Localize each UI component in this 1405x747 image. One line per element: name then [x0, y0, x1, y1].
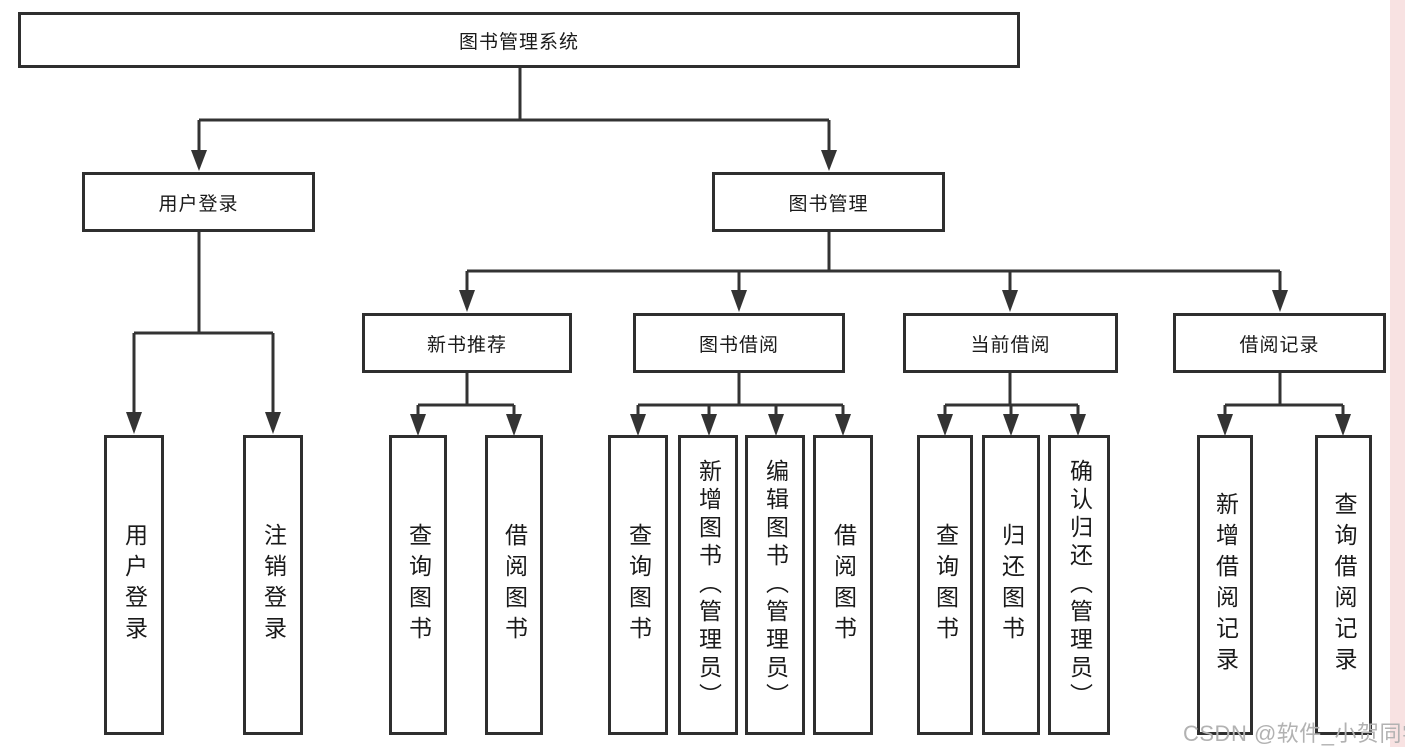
node-label: 编辑图书（管理员） — [762, 459, 789, 711]
node-label: 借阅图书 — [830, 523, 857, 647]
node-borrow-records: 借阅记录 — [1173, 313, 1386, 373]
leaf-query-books: 查询图书 — [917, 435, 973, 735]
node-label: 注销登录 — [260, 523, 287, 647]
node-label: 查询图书 — [932, 523, 959, 647]
leaf-logout: 注销登录 — [243, 435, 303, 735]
node-label: 确认归还（管理员） — [1066, 459, 1093, 711]
node-label: 新书推荐 — [426, 334, 507, 356]
node-label: 借阅图书 — [501, 523, 528, 647]
node-label: 图书管理 — [788, 193, 869, 215]
leaf-add-borrow-record: 新增借阅记录 — [1197, 435, 1253, 735]
node-label: 用户登录 — [121, 523, 148, 647]
node-book-borrow: 图书借阅 — [633, 313, 845, 373]
node-label: 当前借阅 — [970, 334, 1051, 356]
leaf-borrow-books: 借阅图书 — [485, 435, 543, 735]
node-book-management: 图书管理 — [712, 172, 945, 232]
node-user-login: 用户登录 — [82, 172, 315, 232]
node-label: 归还图书 — [998, 523, 1025, 647]
leaf-edit-books-admin: 编辑图书（管理员） — [745, 435, 805, 735]
node-label: 用户登录 — [158, 193, 239, 215]
leaf-borrow-books: 借阅图书 — [813, 435, 873, 735]
leaf-add-books-admin: 新增图书（管理员） — [678, 435, 738, 735]
leaf-query-borrow-record: 查询借阅记录 — [1315, 435, 1372, 735]
leaf-confirm-return-admin: 确认归还（管理员） — [1048, 435, 1110, 735]
node-label: 图书借阅 — [698, 334, 779, 356]
node-label: 图书管理系统 — [458, 31, 579, 53]
node-new-book-recommend: 新书推荐 — [362, 313, 572, 373]
watermark: CSDN @软件_小贺同学 — [1183, 721, 1405, 746]
node-label: 新增借阅记录 — [1212, 492, 1239, 678]
node-label: 新增图书（管理员） — [695, 459, 722, 711]
node-label: 查询借阅记录 — [1331, 492, 1357, 678]
node-current-borrow: 当前借阅 — [903, 313, 1118, 373]
right-edge-strip — [1390, 0, 1405, 747]
leaf-query-books: 查询图书 — [608, 435, 668, 735]
leaf-user-login: 用户登录 — [104, 435, 164, 735]
node-label: 查询图书 — [625, 523, 652, 647]
leaf-return-books: 归还图书 — [982, 435, 1040, 735]
node-label: 查询图书 — [405, 523, 432, 647]
node-root-book-management-system: 图书管理系统 — [18, 12, 1020, 68]
leaf-query-books: 查询图书 — [389, 435, 447, 735]
node-label: 借阅记录 — [1239, 334, 1320, 356]
